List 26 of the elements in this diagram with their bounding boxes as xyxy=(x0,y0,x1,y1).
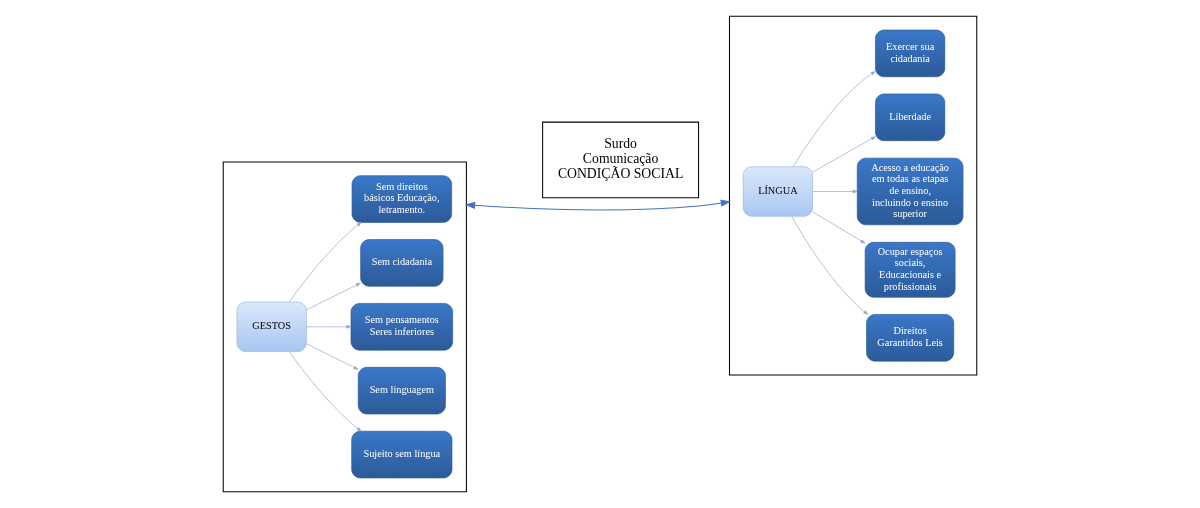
arrow xyxy=(306,343,359,370)
node-box: Direitos Garantidos Leis xyxy=(866,314,955,362)
node-box: LÍNGUA xyxy=(742,166,813,217)
node-box: Ocupar espaços sociais, Educacionais e profissionais xyxy=(864,241,956,298)
cluster xyxy=(222,161,467,493)
node-box: Sem linguagem xyxy=(357,367,446,415)
arrow xyxy=(812,136,876,173)
arrow xyxy=(306,325,352,329)
arrow xyxy=(812,189,858,194)
arrow xyxy=(288,351,362,432)
arrow xyxy=(812,211,866,244)
arrow xyxy=(306,282,361,311)
node-box: GESTOS xyxy=(236,301,307,352)
arrow xyxy=(288,222,362,303)
arrow xyxy=(792,71,876,168)
arrow xyxy=(791,216,869,315)
arrow xyxy=(464,199,731,211)
node-box: Sem pensamentos Seres inferiores xyxy=(350,303,453,351)
node-box: Sujeito sem língua xyxy=(351,430,453,479)
cluster xyxy=(728,15,978,376)
node-box: Acesso a educação em todas as etapas de ensino, incluindo o ensino superior xyxy=(856,157,964,226)
node-box: Liberdade xyxy=(875,93,946,141)
node-box: Sem cidadania xyxy=(360,239,444,287)
node-box: Exercer sua cidadania xyxy=(875,29,946,78)
node-box: Surdo Comunicação CONDIÇÃO SOCIAL xyxy=(542,121,700,199)
node-box: Sem direitos básicos Educação, letramento. xyxy=(351,175,452,223)
